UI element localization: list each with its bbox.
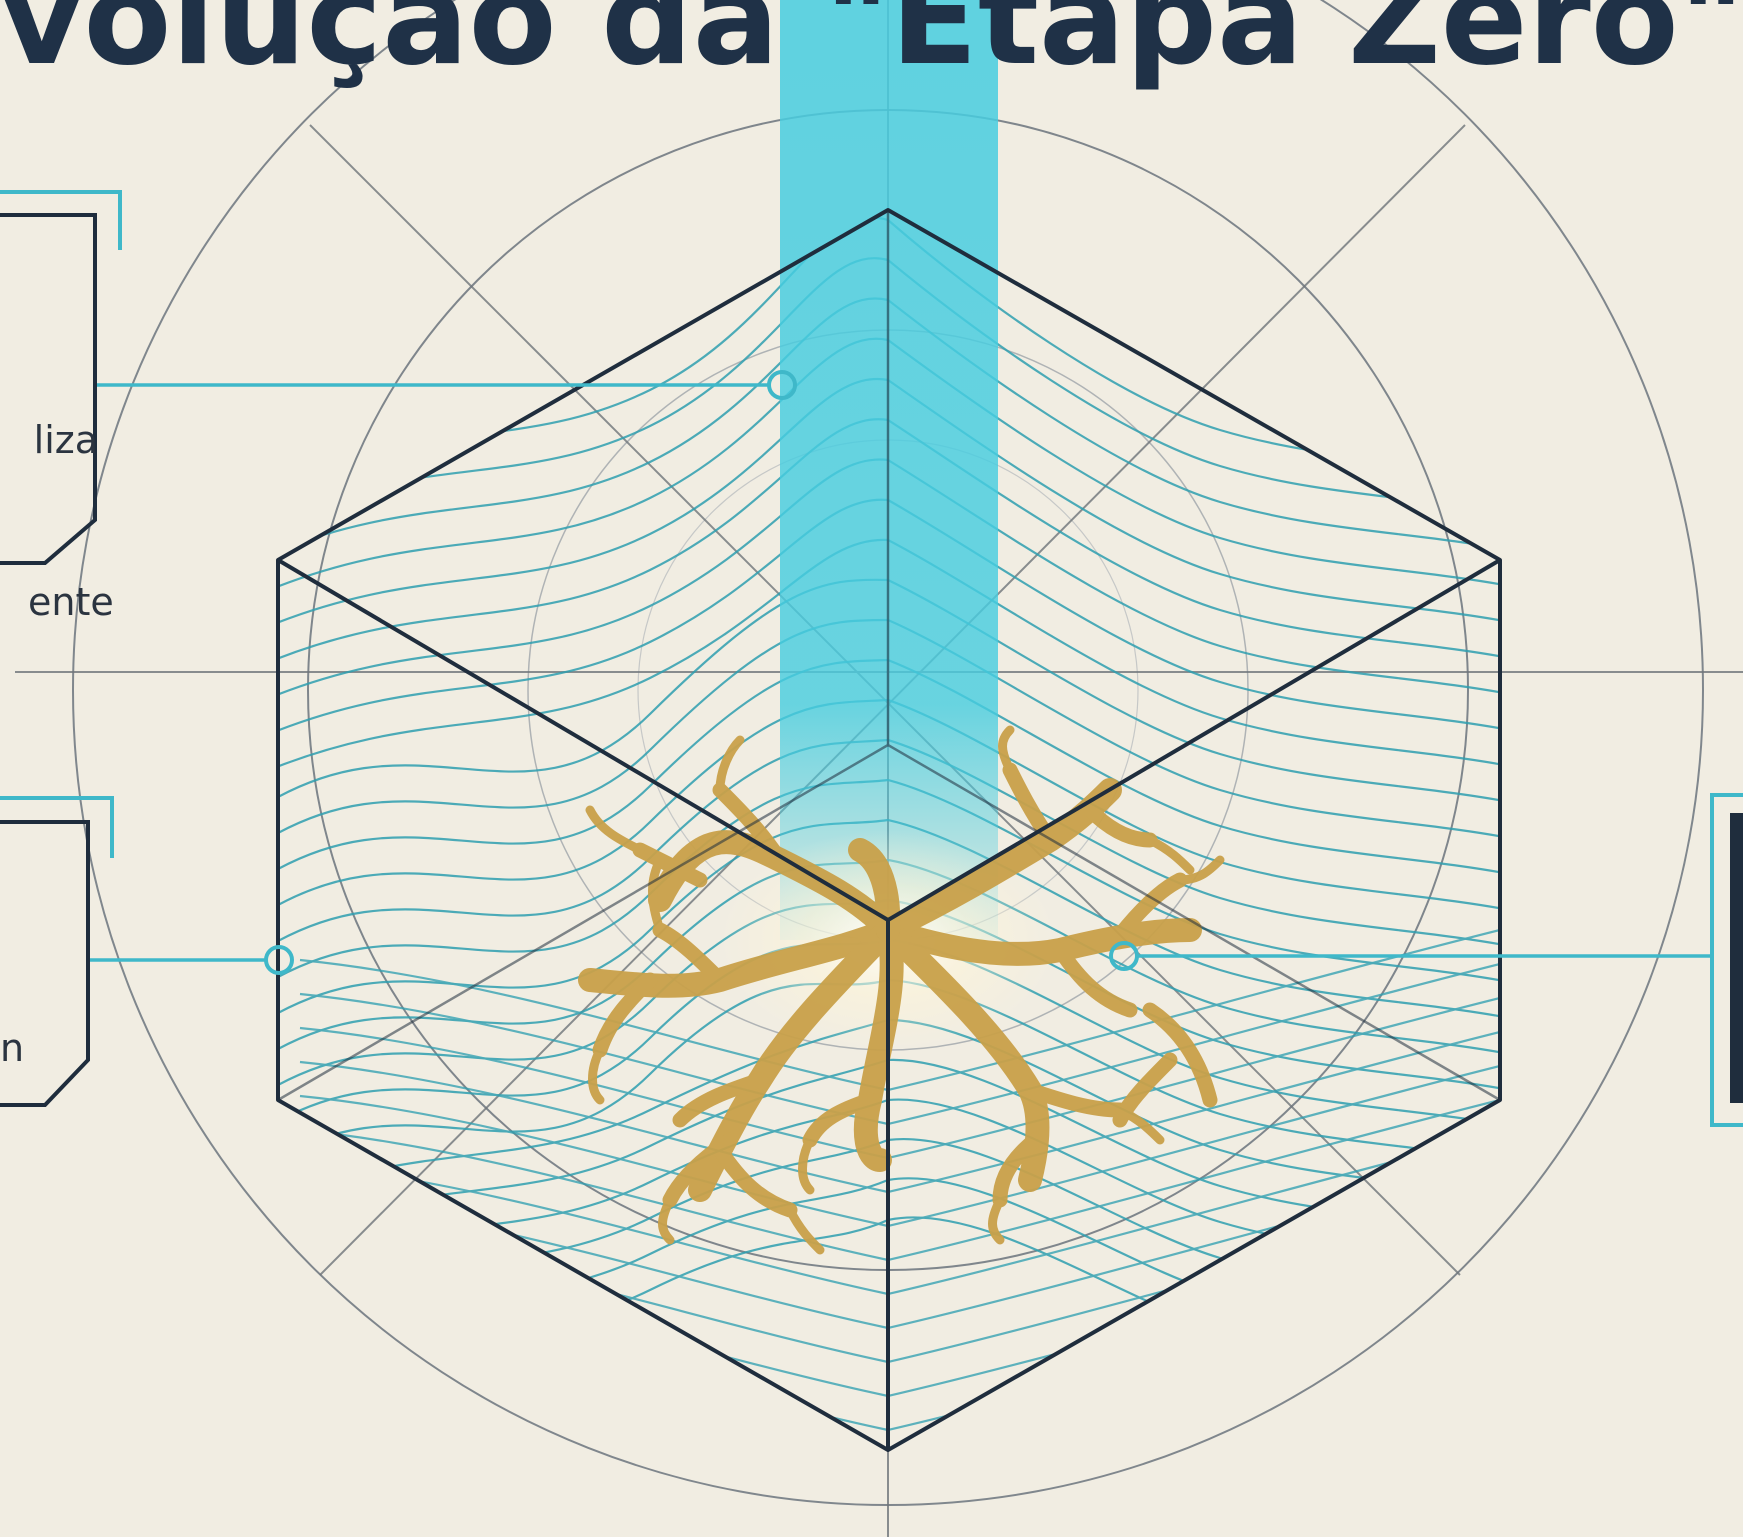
contour-line-left [278,1138,889,1320]
callout-top-left-line-1: liza [33,418,98,462]
callout-mid-left-accent [0,796,114,858]
callout-top-left-accent [0,190,122,250]
leader-lines [90,370,1712,975]
callout-top-left-line-2: ente [28,580,114,624]
contour-line-right [887,1216,1500,1382]
cube-wireframe [276,208,1502,1452]
contour-line-right [887,1137,1500,1310]
root-network [578,725,1225,1255]
callout-mid-left-line-1: n [0,1026,25,1070]
diagram-title: volução da "Etapa Zero" (RSS [0,0,1743,90]
callout-top-left [0,213,97,565]
contour-line-bottom [299,1302,1500,1450]
callout-top-left-text: liza ente [28,305,114,737]
cube-hidden-edges [277,210,1501,1102]
contour-line-bottom [299,1166,1500,1330]
contour-line-bottom [299,1200,1500,1364]
contour-line-bottom [299,1336,1500,1450]
callout-right-box [1730,813,1743,1103]
callout-mid-left-text: n [0,913,48,1183]
contour-line-bottom [299,1234,1500,1398]
contour-line-left [278,1098,889,1284]
callout-right-accent [1710,793,1743,1127]
callout-mid-left [0,820,90,1107]
contour-line-bottom [299,1268,1500,1432]
